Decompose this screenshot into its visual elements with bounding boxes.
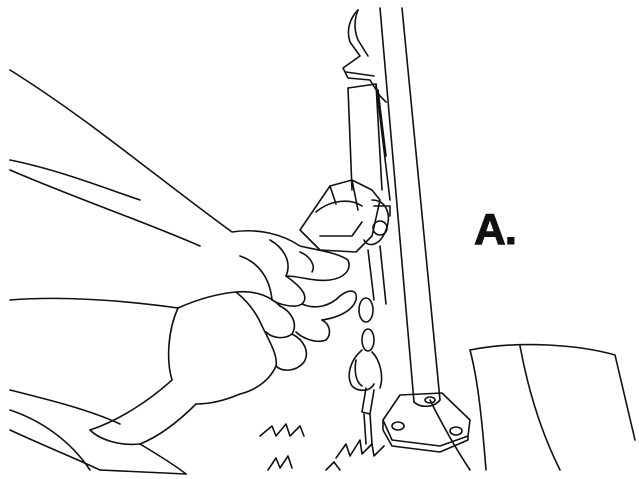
ratchet-body	[300, 180, 390, 304]
panel-label: A.	[474, 205, 516, 255]
webbing-strap	[348, 84, 390, 200]
lower-hand	[10, 292, 306, 470]
upper-hand	[10, 70, 356, 341]
pole	[380, 8, 440, 406]
cable-and-thimble	[349, 298, 381, 444]
ground-mound-outline	[430, 345, 635, 470]
base-plate	[383, 393, 470, 452]
